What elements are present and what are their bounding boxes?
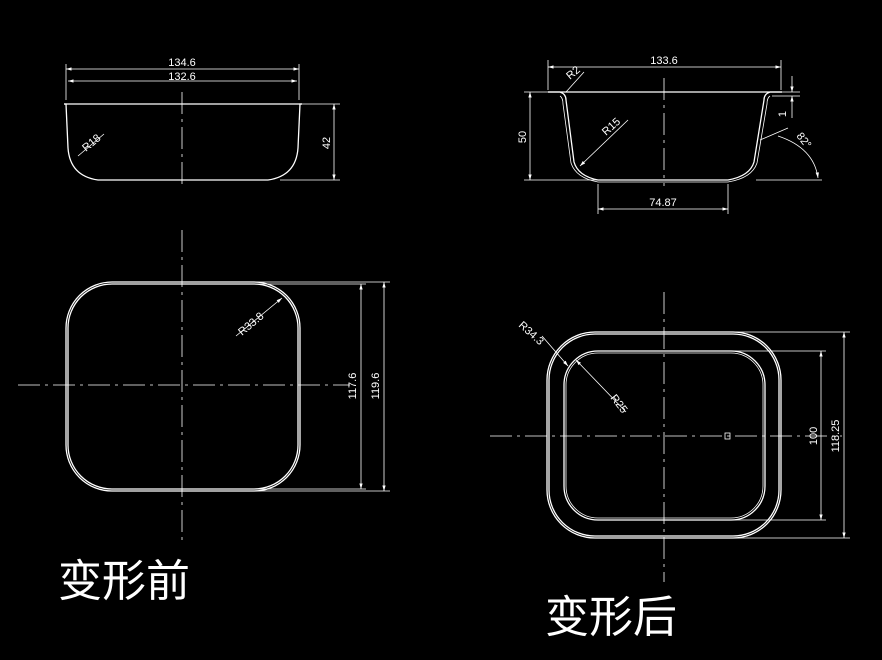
- after-top-outline-inner-2: [565, 352, 764, 519]
- before-dim-r33: R33.8: [236, 310, 266, 338]
- after-dim-rim: 1: [777, 111, 789, 117]
- after-top-marker: [724, 432, 731, 440]
- after-top-outline-outer-2: [548, 333, 780, 537]
- before-side-view: 134.6 132.6 42 R18: [64, 57, 340, 188]
- after-dim-bottom-width: 74.87: [649, 197, 677, 209]
- after-side-view: 133.6 R2 R15 50 1 82° 74.87: [517, 55, 822, 214]
- after-dim-r34: R34.3: [516, 319, 546, 348]
- before-top-outline-outer: [65, 281, 301, 492]
- after-dim-outer-height: 118.25: [830, 420, 842, 453]
- after-top-outline-inner: [563, 350, 766, 521]
- before-caption: 变形前: [58, 556, 190, 607]
- after-side-profile-outer: [548, 91, 782, 181]
- after-top-outline-outer: [546, 331, 782, 539]
- after-angle-arc: [777, 135, 819, 179]
- before-top-outline-inner: [67, 283, 299, 490]
- after-dim-angle: 82°: [794, 130, 814, 151]
- before-dim-inner-height: 117.6: [347, 373, 359, 400]
- before-dim-width-outer: 134.6: [168, 57, 196, 69]
- after-dim-r15: R15: [600, 116, 623, 138]
- after-top-view: 100 118.25 R34.3 R25 变形后: [490, 292, 850, 643]
- before-dim-height: 42: [321, 137, 333, 149]
- after-dim-height: 50: [517, 131, 529, 143]
- before-side-profile: [64, 103, 302, 181]
- before-top-view: 117.6 119.6 R33.8 变形前: [18, 230, 390, 607]
- before-dim-width-inner: 132.6: [168, 71, 196, 83]
- after-side-profile-inner: [559, 95, 771, 183]
- after-dim-inner-height: 100: [808, 427, 820, 445]
- after-dim-width-top: 133.6: [650, 55, 678, 67]
- after-caption: 变形后: [545, 592, 677, 643]
- before-dim-outer-height: 119.6: [370, 373, 382, 400]
